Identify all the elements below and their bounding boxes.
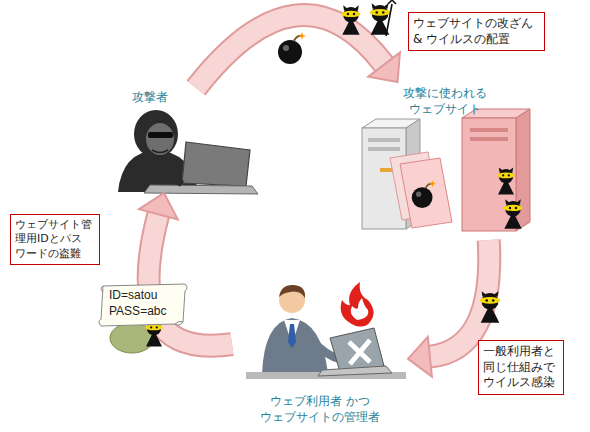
node-text: ウェブサイトの改ざん & ウイルスの配置: [413, 16, 540, 47]
devil-figure: [341, 5, 360, 34]
server-slot: [368, 138, 400, 142]
node-text: 攻撃に使われる ウェブサイト: [390, 86, 500, 117]
node-text: ウェブサイト管 理用IDとパス ワードの盗難: [15, 218, 95, 261]
callout-box: 一般利用者と 同じ仕組みで ウイルス感染: [478, 340, 564, 395]
flame-icon: [341, 282, 374, 327]
arrow-head: [368, 52, 400, 82]
actor-node: 攻撃に使われる ウェブサイト: [350, 82, 540, 240]
user-figure: [246, 282, 406, 379]
callout-box: ウェブサイト管 理用IDとパス ワードの盗難: [10, 214, 100, 265]
cycle-arrow: [196, 15, 400, 88]
user-tie: [288, 324, 296, 348]
bomb-icon: [412, 180, 436, 208]
website-servers: [362, 109, 530, 231]
server-slot: [368, 147, 400, 151]
attacker-figure: [118, 110, 258, 194]
actor-node: ウェブ利用者 かつ ウェブサイトの管理者: [232, 278, 408, 425]
node-text: ID=satou PASS=abc: [109, 288, 183, 319]
cross-mark: [349, 340, 370, 364]
flame-core: [351, 298, 368, 320]
devil-figure: [497, 167, 515, 194]
attacker-laptop-base: [144, 185, 258, 194]
arrow-head: [139, 193, 178, 219]
actor-node: 攻撃者: [100, 88, 260, 193]
node-text: 一般利用者と 同じ仕組みで ウイルス感染: [483, 344, 559, 391]
scroll-note: ID=satou PASS=abc: [97, 282, 189, 328]
arrow-band-outline: [196, 15, 384, 88]
devil-figure: [503, 199, 522, 228]
user-laptop-screen: [330, 328, 384, 372]
server-slot: [470, 128, 508, 132]
attacker-glasses: [148, 132, 173, 138]
attacker-laptop-screen: [182, 142, 250, 186]
devil-figure: [480, 291, 501, 323]
arrow-head: [408, 337, 432, 377]
user-hair: [279, 285, 305, 298]
document: [400, 158, 452, 228]
node-text: 攻撃者: [128, 90, 172, 106]
server-slot: [470, 137, 508, 141]
attacker-face: [146, 123, 174, 155]
attacker-mouth: [152, 150, 168, 153]
arrow-band: [196, 15, 384, 88]
scroll-paper: [99, 284, 187, 326]
scroll-curl: [101, 286, 183, 324]
attacker-hood: [134, 110, 178, 158]
bomb-icon: [278, 32, 306, 64]
user-laptop-base: [318, 366, 392, 376]
node-text: ウェブ利用者 かつ ウェブサイトの管理者: [232, 394, 408, 425]
attacker-arm: [160, 179, 182, 184]
trident: [386, 0, 396, 36]
callout-box: ウェブサイトの改ざん & ウイルスの配置: [408, 12, 545, 51]
